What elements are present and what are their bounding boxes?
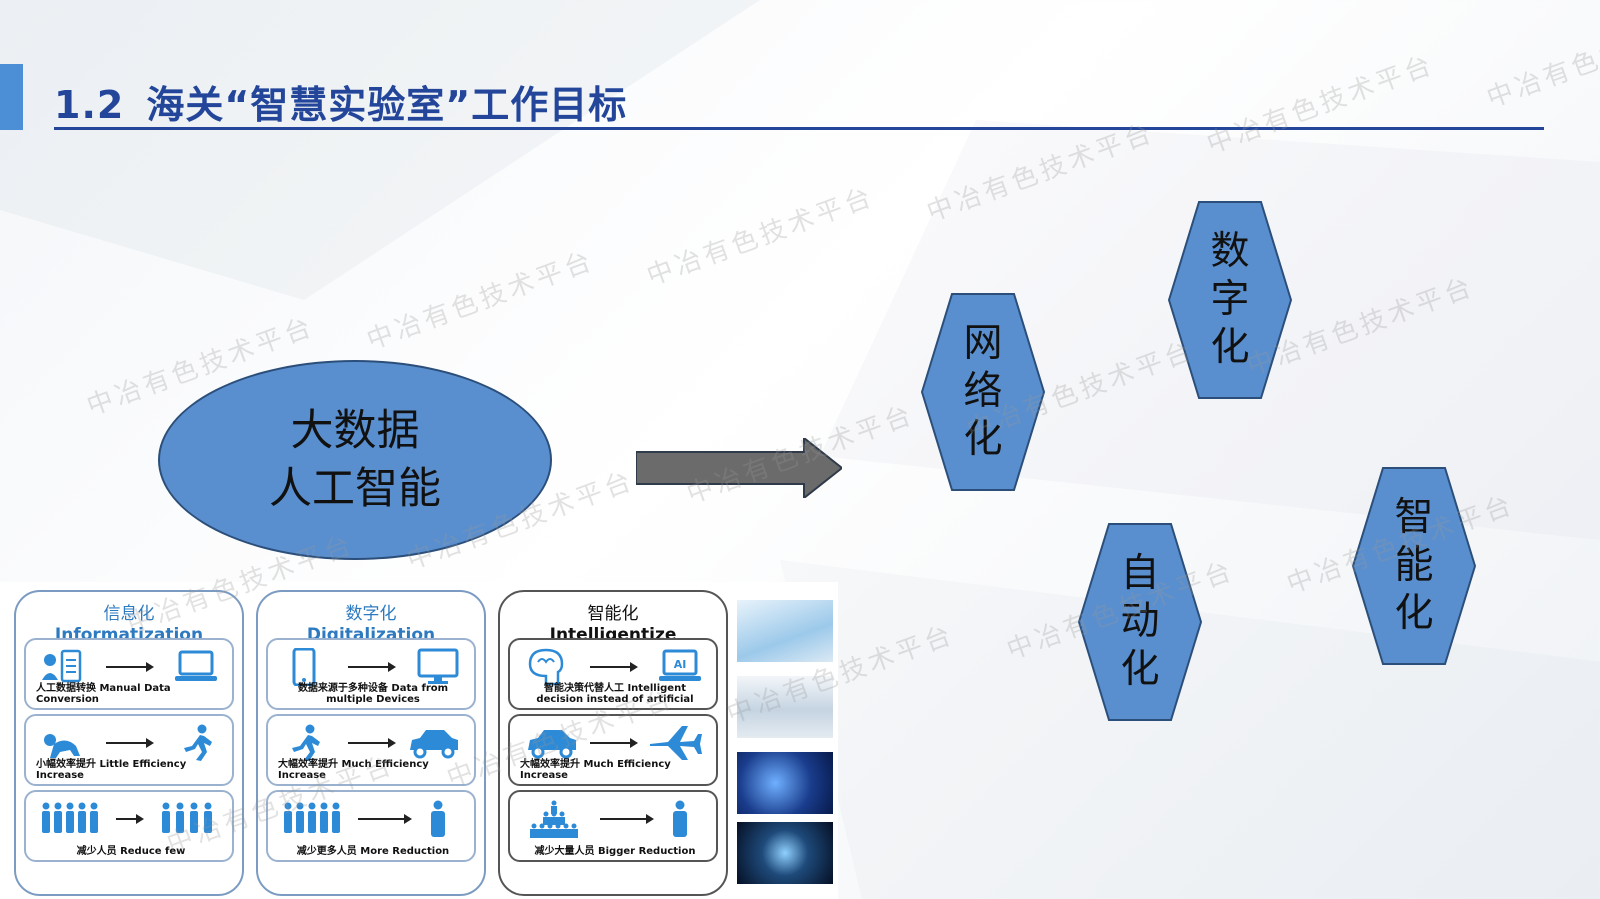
stage-title-cn: 数字化 xyxy=(345,604,397,624)
title-accent-bar xyxy=(0,64,23,130)
page-title: 1.2 海关“智慧实验室”工作目标 xyxy=(54,74,627,129)
hex-char: 网 xyxy=(963,321,1003,366)
title-underline xyxy=(54,127,1544,130)
hex-char: 自 xyxy=(1120,551,1160,596)
document-person-icon xyxy=(42,649,82,683)
crawling-baby-icon xyxy=(44,734,80,758)
ai-brain-photo xyxy=(737,822,833,884)
stage-row: 减少大量人员 Bigger Reduction xyxy=(508,790,718,862)
bigdata-ai-ellipse: 大数据 人工智能 xyxy=(158,360,552,560)
stage-row: 小幅效率提升 Little Efficiency Increase xyxy=(24,714,234,786)
stage-row: 大幅效率提升 Much Efficiency Increase xyxy=(508,714,718,786)
hexagon-automation: 自 动 化 xyxy=(1077,522,1203,722)
stage-intelligentize: 智能化 Intelligentize AI 智能决策代替人工 Intellige… xyxy=(498,590,728,896)
brain-head-icon xyxy=(528,648,564,686)
stage-row: 数据来源于多种设备 Data from multiple Devices xyxy=(266,638,476,710)
watermark: 中冶有色技术平台 xyxy=(362,245,599,356)
arrow-icon xyxy=(348,662,396,672)
running-person-icon xyxy=(292,724,320,761)
group-icon xyxy=(162,802,212,833)
svg-text:AI: AI xyxy=(674,658,687,671)
hex-char: 化 xyxy=(1394,591,1434,636)
stage-informatization: 信息化 Informatization 人工数据转换 Manual Data C… xyxy=(14,590,244,896)
crowd-pyramid-icon xyxy=(530,800,578,838)
stage-row: 减少更多人员 More Reduction xyxy=(266,790,476,862)
ellipse-line-1: 大数据 xyxy=(290,406,420,456)
arrow-icon xyxy=(106,738,154,748)
hex-char: 化 xyxy=(963,417,1003,462)
hex-char: 智 xyxy=(1394,495,1434,540)
ai-laptop-icon: AI xyxy=(659,649,701,681)
arrow-icon xyxy=(348,738,396,748)
row-caption: 人工数据转换 Manual Data Conversion xyxy=(36,683,171,705)
stage-row: AI 智能决策代替人工 Intelligent decision instead… xyxy=(508,638,718,710)
right-arrow-icon xyxy=(636,438,842,498)
monitor-icon xyxy=(417,648,459,684)
stage-row: 减少人员 Reduce few xyxy=(24,790,234,862)
stage-row: 大幅效率提升 Much Efficiency Increase xyxy=(266,714,476,786)
arrow-icon xyxy=(106,662,154,672)
row-caption: 大幅效率提升 Much Efficiency Increase xyxy=(520,759,671,781)
hex-char: 化 xyxy=(1210,325,1250,370)
hex-char: 能 xyxy=(1394,543,1434,588)
hex-char: 数 xyxy=(1210,229,1250,274)
car-icon xyxy=(410,730,458,759)
lab-tablet-photo xyxy=(737,600,833,662)
arrow-icon xyxy=(590,738,638,748)
airplane-icon xyxy=(650,726,702,760)
section-number: 1.2 xyxy=(54,83,125,127)
smartphone-icon xyxy=(292,648,316,686)
hexagon-network: 网 络 化 xyxy=(920,292,1046,492)
section-title: 海关“智慧实验室”工作目标 xyxy=(146,83,628,127)
crowd-icon xyxy=(42,802,98,833)
laptop-icon xyxy=(175,650,217,681)
row-caption: 大幅效率提升 Much Efficiency Increase xyxy=(278,759,429,781)
arrow-icon xyxy=(590,662,638,672)
row-caption: 数据来源于多种设备 Data from multiple Devices xyxy=(297,683,449,705)
arrow-icon xyxy=(116,814,144,824)
stage-title-cn: 智能化 xyxy=(587,604,639,624)
stage-row: 人工数据转换 Manual Data Conversion xyxy=(24,638,234,710)
hex-char: 动 xyxy=(1120,599,1160,644)
person-icon xyxy=(431,800,445,837)
crowd-icon xyxy=(284,802,340,833)
stage-digitalization: 数字化 Digitalization 数据来源于多种设备 Data from m… xyxy=(256,590,486,896)
hexagon-digital: 数 字 化 xyxy=(1167,200,1293,400)
arrow-icon xyxy=(600,814,654,824)
row-caption: 减少大量人员 Bigger Reduction xyxy=(534,846,696,857)
ellipse-line-2: 人工智能 xyxy=(269,464,441,514)
watermark: 中冶有色技术平台 xyxy=(1482,3,1600,114)
lab-workers-photo xyxy=(737,676,833,738)
row-caption: 减少更多人员 More Reduction xyxy=(296,846,450,857)
hex-char: 字 xyxy=(1210,277,1250,322)
row-caption: 小幅效率提升 Little Efficiency Increase xyxy=(36,759,187,781)
row-caption: 智能决策代替人工 Intelligent decision instead of… xyxy=(536,683,694,705)
person-icon xyxy=(673,800,687,837)
watermark: 中冶有色技术平台 xyxy=(642,181,879,292)
running-person-icon xyxy=(184,724,212,761)
hex-char: 化 xyxy=(1120,647,1160,692)
row-caption: 减少人员 Reduce few xyxy=(76,846,186,857)
hex-char: 络 xyxy=(963,369,1003,414)
car-icon xyxy=(528,730,576,759)
hexagon-intelligent: 智 能 化 xyxy=(1351,466,1477,666)
stage-title-cn: 信息化 xyxy=(103,604,155,624)
arrow-icon xyxy=(358,814,412,824)
digital-network-photo xyxy=(737,752,833,814)
